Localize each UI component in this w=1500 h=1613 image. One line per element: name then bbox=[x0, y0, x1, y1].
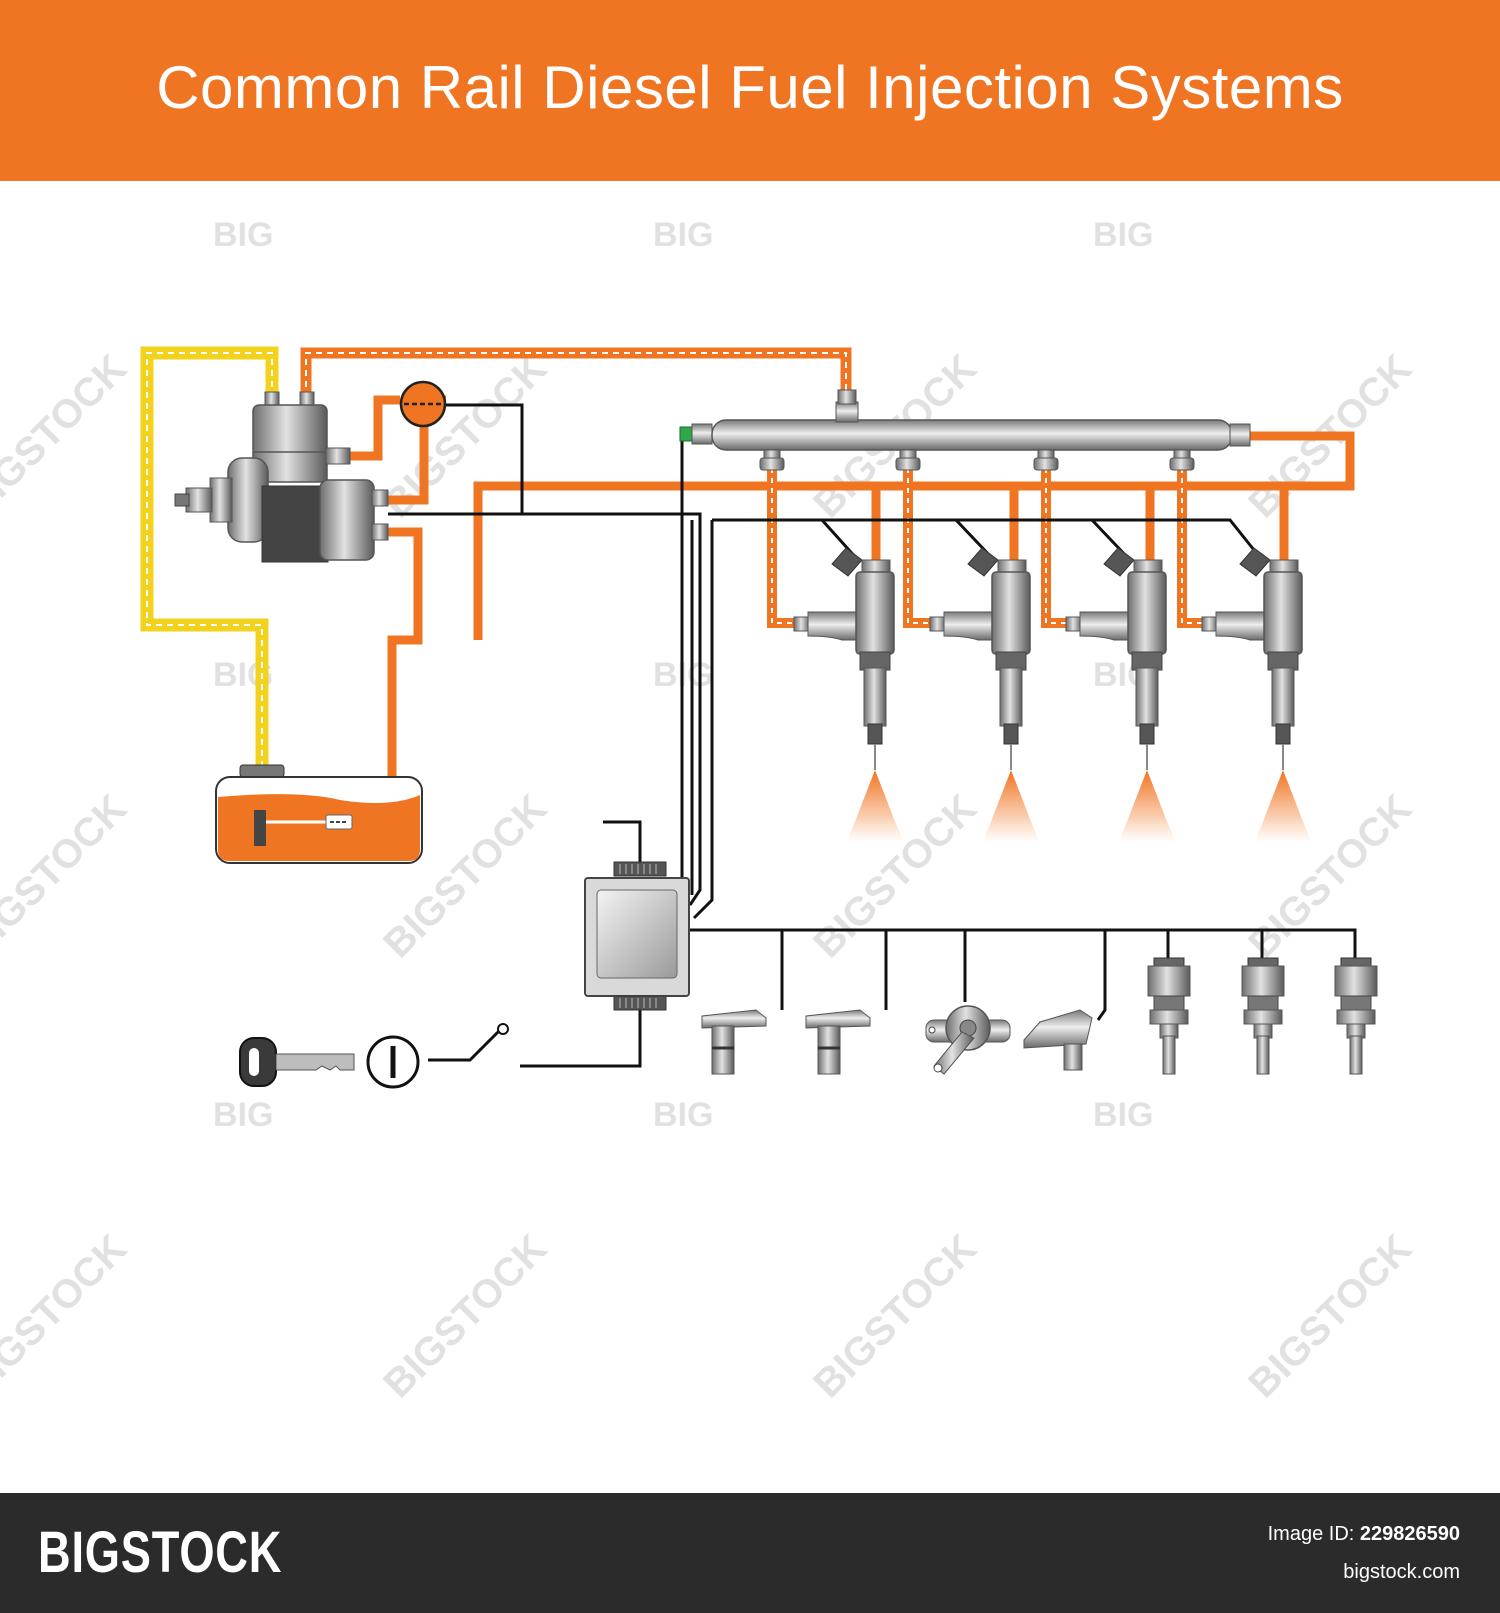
image-id: Image ID: 229826590 bbox=[1268, 1523, 1460, 1546]
ecu-control-unit bbox=[584, 861, 690, 1011]
low-pressure-line bbox=[140, 346, 279, 800]
image-id-label: Image ID: bbox=[1267, 1523, 1355, 1545]
watermark-bigstock: BIGSTOCK bbox=[375, 1226, 555, 1406]
cam-position-sensor bbox=[805, 1009, 871, 1075]
watermark-layer: BIG BIG BIG BIG BIG BIG BIG BIG BIG BIGS… bbox=[0, 216, 1420, 1406]
watermark-bigstock: BIGSTOCK bbox=[0, 346, 135, 526]
crank-position-sensor bbox=[701, 1009, 767, 1075]
title-banner: Common Rail Diesel Fuel Injection System… bbox=[0, 0, 1500, 181]
watermark-bigstock: BIGSTOCK bbox=[0, 786, 135, 966]
watermark-big: BIG bbox=[213, 216, 273, 254]
image-id-value: 229826590 bbox=[1359, 1523, 1460, 1545]
watermark-big: BIG bbox=[213, 1096, 273, 1134]
pressure-regulator bbox=[399, 380, 447, 428]
common-rail bbox=[679, 389, 1251, 471]
ignition-key bbox=[239, 1037, 355, 1087]
temperature-sensor-1 bbox=[1147, 957, 1191, 1075]
boost-pressure-sensor bbox=[1023, 1009, 1093, 1071]
fuel-system-diagram: BIG BIG BIG BIG BIG BIG BIG BIG BIG BIGS… bbox=[0, 216, 1420, 1406]
watermark-bigstock: BIGSTOCK bbox=[805, 786, 985, 966]
watermark-bigstock: BIGSTOCK bbox=[1240, 1226, 1420, 1406]
page-title: Common Rail Diesel Fuel Injection System… bbox=[156, 54, 1344, 121]
throttle-position-sensor bbox=[925, 1005, 1011, 1075]
watermark-big: BIG bbox=[1093, 1096, 1153, 1134]
temperature-sensor-2 bbox=[1241, 957, 1285, 1075]
ignition-switch-icon bbox=[366, 1023, 509, 1089]
watermark-big: BIG bbox=[653, 216, 713, 254]
brand-logo: BIGSTOCK bbox=[38, 1520, 283, 1585]
temperature-sensor-3 bbox=[1334, 957, 1378, 1075]
fuel-tank bbox=[215, 764, 423, 864]
watermark-bigstock: BIGSTOCK bbox=[0, 1226, 135, 1406]
watermark-bigstock: BIGSTOCK bbox=[805, 1226, 985, 1406]
high-pressure-pump bbox=[174, 391, 389, 563]
injector-4 bbox=[1201, 547, 1311, 842]
injector-2 bbox=[929, 547, 1039, 842]
injector-3 bbox=[1065, 547, 1175, 842]
footer-bar: BIGSTOCK Image ID: 229826590 bigstock.co… bbox=[0, 1493, 1500, 1613]
injector-1 bbox=[793, 547, 903, 842]
site-link[interactable]: bigstock.com bbox=[1343, 1561, 1460, 1583]
high-pressure-line bbox=[300, 347, 852, 405]
watermark-big: BIG bbox=[1093, 216, 1153, 254]
watermark-big: BIG bbox=[653, 1096, 713, 1134]
